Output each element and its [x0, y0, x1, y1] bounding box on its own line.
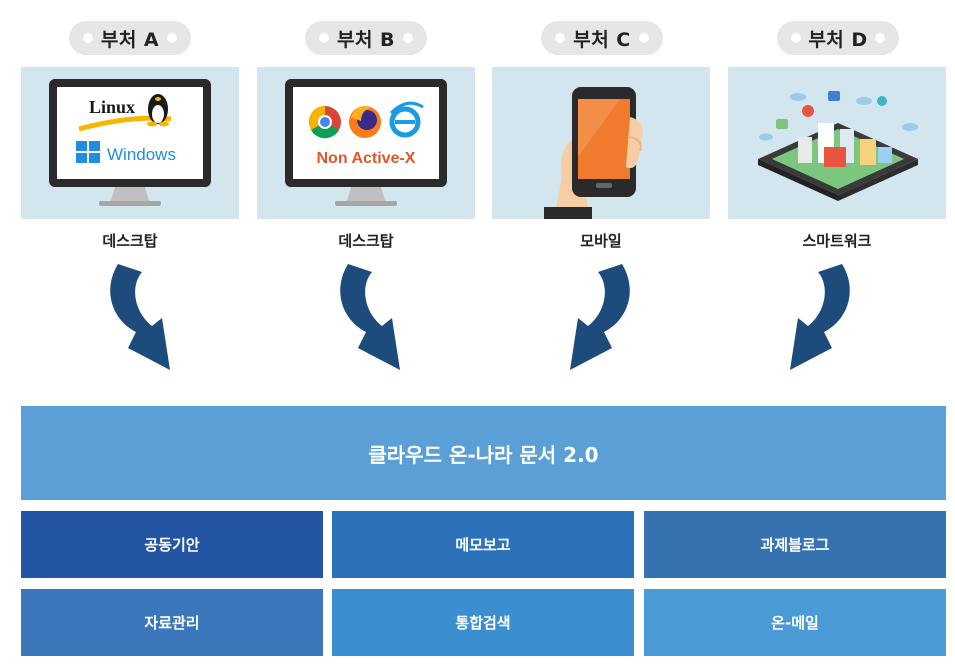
module-label: 자료관리: [144, 614, 200, 632]
module-label: 온-메일: [771, 614, 819, 632]
department-name: 부처 D: [808, 28, 868, 51]
module-integrated-search[interactable]: 통합검색: [332, 589, 634, 656]
linux-label: Linux: [89, 97, 135, 117]
device-label-c: 모바일: [580, 232, 622, 250]
device-label-d: 스마트워크: [802, 232, 872, 250]
badge-dot-icon: [791, 33, 801, 43]
module-label: 메모보고: [455, 536, 511, 554]
department-badge-c: 부처 C: [541, 21, 663, 55]
cloud-platform-bar: 클라우드 온-나라 문서 2.0: [21, 406, 946, 500]
firefox-logo-icon: [349, 106, 381, 138]
badge-dot-icon: [639, 33, 649, 43]
department-badge-d: 부처 D: [777, 21, 899, 55]
badge-dot-icon: [83, 33, 93, 43]
curved-arrow-down-left-icon: [790, 264, 850, 370]
department-badge-b: 부처 B: [305, 21, 427, 55]
platform-title: 클라우드 온-나라 문서 2.0: [368, 442, 599, 467]
device-tile-desktop-linux: Linux Windows: [21, 67, 239, 219]
department-badge-a: 부처 A: [69, 21, 191, 55]
smartphone-hand-icon: [544, 87, 643, 219]
badge-dot-icon: [555, 33, 565, 43]
module-data-management[interactable]: 자료관리: [21, 589, 323, 656]
module-label: 과제블로그: [760, 536, 830, 554]
badge-dot-icon: [403, 33, 413, 43]
device-tile-mobile: [492, 67, 710, 219]
desktop-monitor-icon: Linux Windows: [49, 79, 211, 206]
badge-dot-icon: [319, 33, 329, 43]
non-activex-label: Non Active-X: [317, 150, 416, 167]
curved-arrow-down-right-icon: [110, 264, 170, 370]
chrome-logo-icon: [308, 105, 341, 139]
tux-penguin-icon: [147, 94, 169, 127]
department-name: 부처 C: [573, 28, 631, 51]
module-memo-report[interactable]: 메모보고: [332, 511, 634, 578]
device-label-a: 데스크탑: [102, 232, 158, 250]
smart-city-tablet-icon: [758, 91, 918, 201]
curved-arrow-down-right-icon: [340, 264, 400, 370]
module-label: 통합검색: [455, 614, 511, 632]
badge-dot-icon: [875, 33, 885, 43]
windows-label: Windows: [107, 145, 176, 164]
module-on-mail[interactable]: 온-메일: [644, 589, 946, 656]
device-label-b: 데스크탑: [338, 232, 394, 250]
department-name: 부처 B: [336, 28, 396, 51]
windows-logo-icon: [76, 141, 100, 163]
module-joint-draft[interactable]: 공동기안: [21, 511, 323, 578]
module-label: 공동기안: [144, 536, 200, 554]
module-task-blog[interactable]: 과제블로그: [644, 511, 946, 578]
internet-explorer-logo-icon: [389, 101, 424, 138]
department-name: 부처 A: [100, 28, 160, 51]
curved-arrow-down-left-icon: [570, 264, 630, 370]
desktop-monitor-icon: Non Active-X: [285, 79, 447, 206]
badge-dot-icon: [167, 33, 177, 43]
device-tile-smartwork: [728, 67, 946, 219]
device-tile-desktop-browser: Non Active-X: [257, 67, 475, 219]
